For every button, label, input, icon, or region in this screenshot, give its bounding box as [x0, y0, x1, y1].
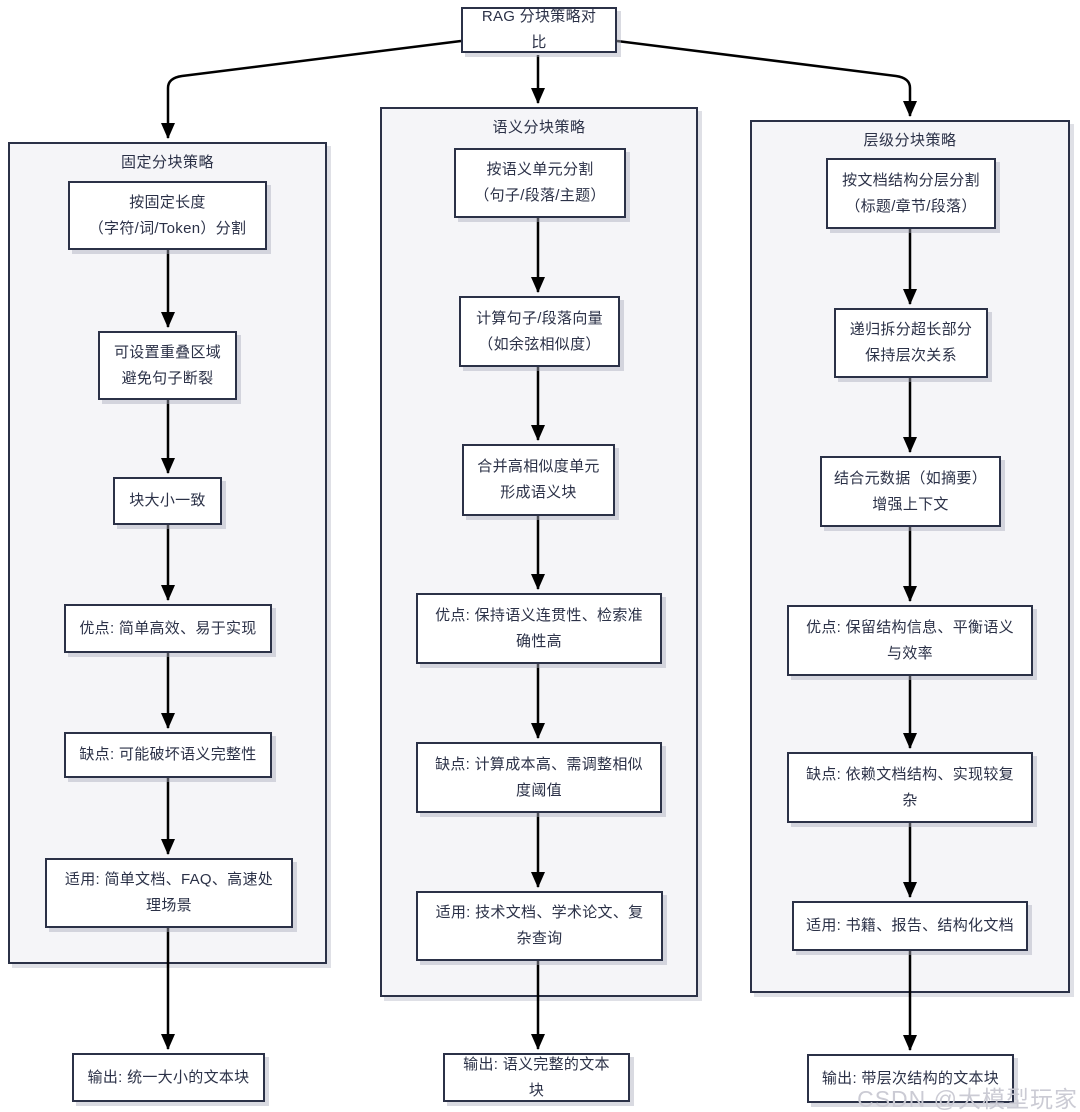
step-box-hier-recursive: 递归拆分超长部分 保持层次关系	[834, 308, 988, 378]
step-box-semantic-usecase: 适用: 技术文档、学术论文、复杂查询	[416, 891, 663, 961]
step-box-semantic-cons: 缺点: 计算成本高、需调整相似度阈值	[416, 742, 662, 813]
step-box-hier-pros: 优点: 保留结构信息、平衡语义与效率	[787, 605, 1033, 676]
step-box-hier-split: 按文档结构分层分割 （标题/章节/段落）	[826, 158, 996, 229]
step-box-hier-cons: 缺点: 依赖文档结构、实现较复杂	[787, 752, 1033, 823]
step-box-fixed-pros: 优点: 简单高效、易于实现	[64, 604, 272, 653]
panel-fixed-chunking-title: 固定分块策略	[120, 154, 214, 171]
step-box-semantic-pros: 优点: 保持语义连贯性、检索准确性高	[416, 593, 662, 664]
step-box-semantic-split: 按语义单元分割 （句子/段落/主题）	[454, 148, 626, 218]
output-box-hierarchical: 输出: 带层次结构的文本块	[807, 1054, 1014, 1103]
output-box-fixed: 输出: 统一大小的文本块	[72, 1053, 265, 1102]
output-box-semantic: 输出: 语义完整的文本块	[443, 1053, 630, 1102]
arrow-title-to-fixed	[161, 39, 462, 139]
csdn-watermark: CSDN @大模型玩家	[857, 1086, 1078, 1112]
panel-hierarchical-chunking-title: 层级分块策略	[863, 132, 957, 149]
root-node-title: RAG 分块策略对比	[461, 7, 617, 53]
step-box-fixed-usecase: 适用: 简单文档、FAQ、高速处理场景	[45, 858, 293, 928]
step-box-fixed-cons: 缺点: 可能破坏语义完整性	[64, 732, 272, 778]
step-box-fixed-split: 按固定长度 （字符/词/Token）分割	[68, 181, 267, 250]
arrow-title-to-hierarchical	[616, 39, 917, 117]
step-box-fixed-uniform-size: 块大小一致	[113, 477, 222, 525]
step-box-fixed-overlap: 可设置重叠区域 避免句子断裂	[98, 331, 237, 400]
step-box-semantic-vectors: 计算句子/段落向量 （如余弦相似度）	[459, 296, 620, 367]
step-box-hier-metadata: 结合元数据（如摘要） 增强上下文	[820, 456, 1001, 527]
step-box-hier-usecase: 适用: 书籍、报告、结构化文档	[792, 901, 1028, 951]
panel-semantic-chunking-title: 语义分块策略	[492, 119, 586, 136]
step-box-semantic-merge: 合并高相似度单元 形成语义块	[462, 444, 615, 516]
